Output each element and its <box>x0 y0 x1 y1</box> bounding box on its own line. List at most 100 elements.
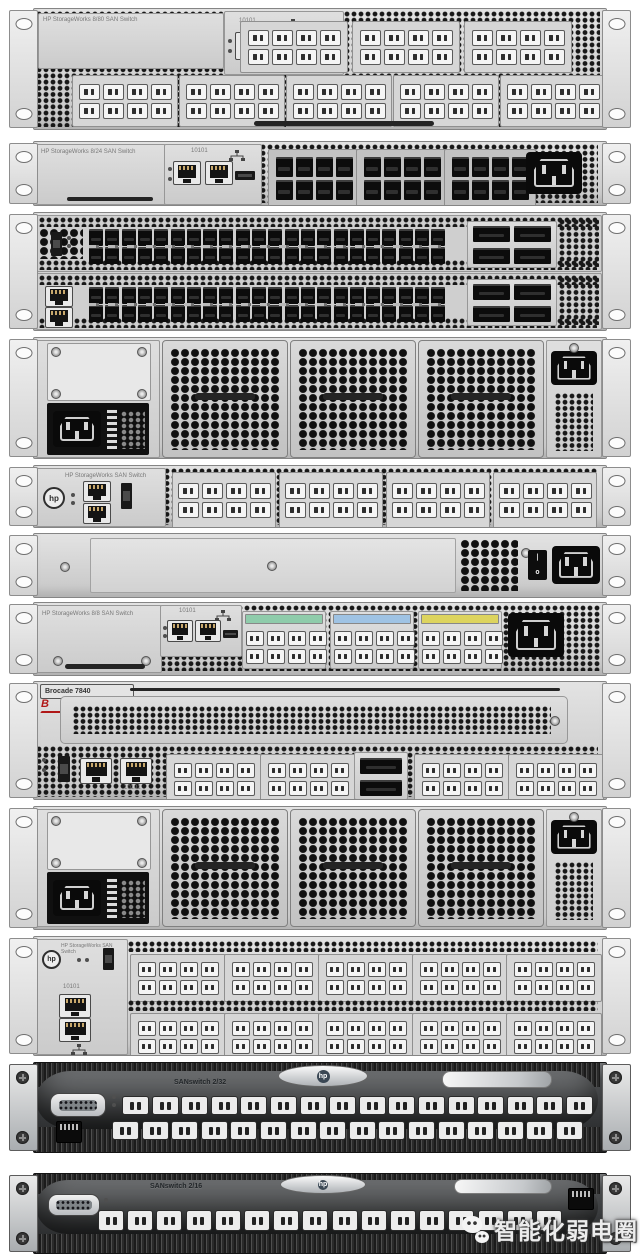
lc-port <box>295 29 317 46</box>
lc-port <box>554 102 576 119</box>
lc-port <box>231 961 250 977</box>
lc-port <box>209 83 231 100</box>
lc-port <box>570 502 592 518</box>
model-label: SANswitch 2/16 <box>150 1183 203 1190</box>
mount-hole <box>15 222 32 234</box>
mount-hole <box>15 543 32 555</box>
sfp-cage <box>398 229 413 246</box>
lc-port <box>177 502 199 518</box>
power-switch: |o <box>528 550 547 580</box>
front-left-panel: HP StorageWorks 8/8 SAN Switch <box>36 605 162 673</box>
vent-grille <box>39 260 597 270</box>
fan-handle <box>451 862 511 869</box>
lid-edge <box>130 688 560 691</box>
lc-port <box>179 979 198 995</box>
rack-screw <box>16 1071 29 1084</box>
lc-port <box>484 630 503 646</box>
text-label: 10101 <box>63 984 80 990</box>
lc-port <box>319 29 341 46</box>
lc-port <box>179 1038 198 1054</box>
lc-port-group <box>418 611 503 669</box>
screw <box>137 389 147 399</box>
status-led <box>228 49 232 53</box>
sfp-cage <box>219 305 234 322</box>
mount-hole <box>15 437 32 449</box>
lc-port <box>102 83 124 100</box>
rj45-port <box>80 758 112 784</box>
gbic-port <box>408 1121 435 1140</box>
psu-grate <box>107 878 117 918</box>
lc-port <box>515 780 534 796</box>
lc-port <box>137 961 156 977</box>
lc-port <box>333 630 352 646</box>
lc-port <box>102 102 124 119</box>
lc-port-bank <box>224 954 320 1002</box>
lc-port <box>484 762 503 778</box>
gbic-port <box>244 1210 270 1231</box>
rack-ear <box>602 467 631 526</box>
lc-port <box>252 961 271 977</box>
power-supply-left <box>36 340 160 458</box>
sfp-cage <box>415 287 429 304</box>
sfp-cage <box>471 179 489 200</box>
sfp-cage <box>423 156 441 177</box>
sfp-cage <box>235 287 250 304</box>
chassis <box>33 212 607 331</box>
lc-port <box>463 648 482 664</box>
sfp-cage <box>105 247 120 264</box>
lc-port-bank <box>318 954 414 1002</box>
lc-port <box>419 1020 438 1036</box>
qsfp-port <box>473 248 510 264</box>
serial-db9-port <box>48 1194 100 1216</box>
lc-port-bank <box>506 954 602 1002</box>
sfp-cage <box>366 247 381 264</box>
rack-ear <box>9 339 38 457</box>
lc-port <box>325 979 344 995</box>
lc-port <box>399 83 421 100</box>
lc-port-bank <box>260 754 356 799</box>
lc-port-bank <box>72 75 178 127</box>
mount-hole <box>15 816 32 828</box>
mount-hole <box>608 184 625 196</box>
lc-port <box>439 483 461 499</box>
usb-port <box>58 756 70 782</box>
lc-port <box>388 1020 407 1036</box>
sfp-cage <box>219 229 234 246</box>
lc-port <box>498 483 520 499</box>
lc-port-bank <box>286 75 392 127</box>
lc-port <box>247 29 269 46</box>
status-led <box>168 167 172 171</box>
port-color-strip <box>333 614 411 624</box>
blank-plate <box>90 538 456 593</box>
sfp-cage <box>295 179 313 200</box>
rack-ear <box>9 535 38 596</box>
qsfp-panel <box>467 279 557 326</box>
lc-port <box>461 1020 480 1036</box>
rack-ear <box>602 604 631 674</box>
lc-port <box>158 1020 177 1036</box>
lc-port <box>498 502 520 518</box>
vent-grille <box>128 941 598 952</box>
sfp-cage <box>186 305 201 322</box>
lc-port <box>200 1038 219 1054</box>
rj45-port <box>167 620 193 642</box>
lc-port <box>407 48 429 65</box>
gbic-port <box>536 1096 564 1115</box>
lc-port-group <box>242 611 327 669</box>
mount-hole <box>15 1034 32 1046</box>
lc-port <box>461 979 480 995</box>
lc-port <box>534 1020 553 1036</box>
gbic-port <box>230 1121 258 1140</box>
usb-port <box>121 483 132 509</box>
status-led <box>67 236 71 240</box>
lc-port <box>294 1038 313 1054</box>
latch-row <box>89 303 449 306</box>
rack-screw <box>609 1182 622 1195</box>
sfp-cage <box>382 305 397 322</box>
brushed-band <box>34 1234 600 1253</box>
lc-port <box>247 48 269 65</box>
lc-port <box>543 29 565 46</box>
lc-port <box>555 979 574 995</box>
